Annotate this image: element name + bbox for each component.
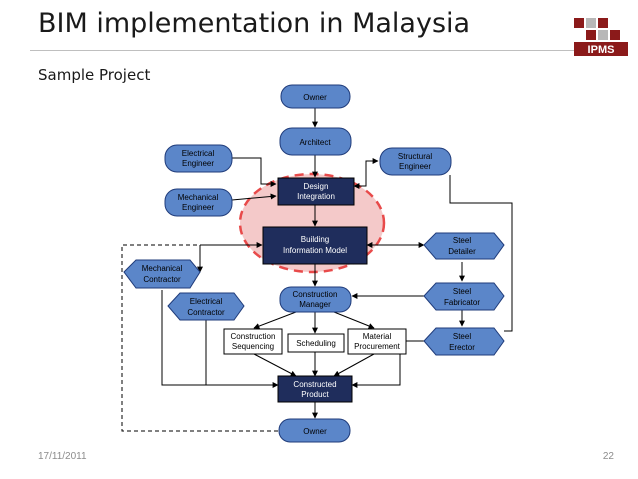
label-electrical-engineer-2: Engineer (182, 159, 214, 168)
label-material-procurement-1: Material (363, 332, 392, 341)
line-cm-sequencing (253, 311, 297, 329)
footer-date: 17/11/2011 (38, 451, 87, 462)
node-steel-fabricator (423, 282, 505, 311)
logo-text: IPMS (588, 44, 615, 56)
arrow-mechanical-design (231, 193, 277, 201)
label-mechanical-engineer-2: Engineer (182, 203, 214, 212)
ipms-logo: IPMS (574, 18, 628, 56)
node-design-integration (277, 177, 355, 206)
arrow-electrical-design (232, 157, 277, 187)
label-construction-manager-2: Manager (299, 300, 331, 309)
label-steel-detailer-2: Detailer (448, 247, 476, 256)
label-steel-detailer-1: Steel (453, 236, 471, 245)
label-design-integration-2: Integration (297, 192, 335, 201)
node-scheduling (287, 333, 345, 353)
label-constructed-product-2: Product (301, 390, 329, 399)
label-construction-sequencing-1: Construction (231, 332, 276, 341)
node-structural-engineer (379, 147, 452, 176)
footer-page-number: 22 (602, 451, 614, 462)
label-steel-fabricator-2: Fabricator (444, 298, 480, 307)
node-bim (262, 226, 368, 265)
node-owner-bottom (278, 418, 351, 443)
label-structural-engineer-1: Structural (398, 152, 432, 161)
label-structural-engineer-2: Engineer (399, 162, 431, 171)
label-scheduling: Scheduling (296, 339, 336, 348)
node-material-procurement (347, 328, 407, 355)
label-electrical-engineer-1: Electrical (182, 149, 215, 158)
label-mechanical-engineer-1: Mechanical (178, 193, 219, 202)
arrow-structural-design (353, 158, 379, 189)
title-divider (30, 50, 578, 51)
node-construction-manager (279, 286, 352, 313)
label-bim-2: Information Model (283, 246, 347, 255)
label-electrical-contractor-2: Contractor (187, 308, 225, 317)
label-architect: Architect (299, 138, 331, 147)
slide-title: BIM implementation in Malaysia (38, 8, 471, 39)
line-procurement-product (333, 353, 375, 377)
node-architect (279, 127, 352, 156)
node-mechanical-contractor (123, 259, 201, 289)
label-mechanical-contractor-1: Mechanical (142, 264, 183, 273)
node-construction-sequencing (223, 328, 283, 355)
label-constructed-product-1: Constructed (293, 380, 336, 389)
node-owner-top (280, 84, 351, 109)
line-erector-product (351, 340, 424, 388)
line-sequencing-product (253, 353, 297, 377)
node-steel-erector (423, 327, 505, 356)
connectors (121, 108, 513, 432)
label-mechanical-contractor-2: Contractor (143, 275, 181, 284)
node-constructed-product (277, 375, 353, 403)
line-cm-procurement (333, 311, 375, 329)
node-electrical-contractor (167, 292, 245, 321)
slide-subtitle: Sample Project (38, 66, 151, 84)
dashed-owner-feedback (121, 244, 278, 432)
node-steel-detailer (423, 232, 505, 260)
label-design-integration-1: Design (304, 182, 329, 191)
label-bim-1: Building (301, 235, 329, 244)
label-owner-top: Owner (303, 93, 327, 102)
node-mechanical-engineer (164, 188, 233, 217)
label-construction-manager-1: Construction (293, 290, 338, 299)
label-material-procurement-2: Procurement (354, 342, 401, 351)
label-electrical-contractor-1: Electrical (190, 297, 223, 306)
diagram-nodes: Owner Architect Electrical Engineer Mech… (123, 84, 505, 443)
line-structural-detailer (449, 175, 513, 332)
label-steel-erector-1: Steel (453, 332, 471, 341)
label-owner-bottom: Owner (303, 427, 327, 436)
node-electrical-engineer (164, 144, 233, 173)
label-steel-erector-2: Erector (449, 343, 475, 352)
label-steel-fabricator-1: Steel (453, 287, 471, 296)
label-construction-sequencing-2: Sequencing (232, 342, 274, 351)
line-mechcontractor-product (161, 290, 279, 388)
